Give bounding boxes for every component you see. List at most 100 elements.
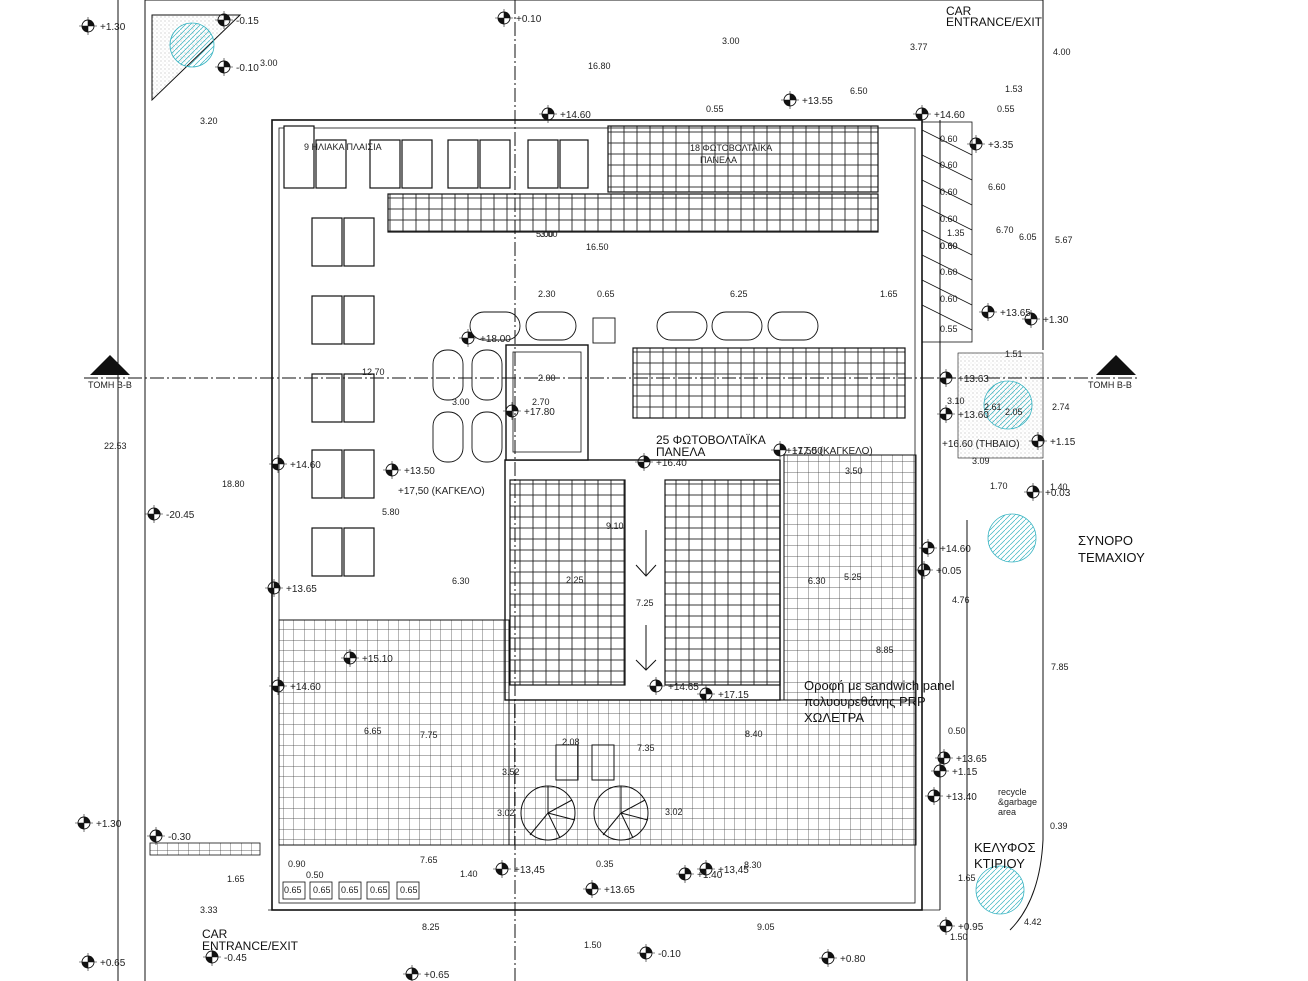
recycle-label-2: &garbage <box>998 797 1037 807</box>
pv-panels-center-left <box>509 479 626 686</box>
dimension-label: 0.55 <box>940 324 958 334</box>
level-marker <box>919 539 937 557</box>
section-marker-left[interactable] <box>90 355 130 375</box>
tree-right-1 <box>957 352 1044 459</box>
dimension-label: 3.00 <box>260 58 278 68</box>
section-marker-right[interactable] <box>1096 355 1136 375</box>
dimension-label: 3.00 <box>540 229 558 239</box>
pv-panels-mid-row <box>632 347 906 419</box>
dimension-label: 0.60 <box>940 294 958 304</box>
tiled-roof-areas <box>278 454 917 846</box>
car-entrance-bottom: CAR <box>202 927 228 941</box>
dimension-label: 7.65 <box>420 855 438 865</box>
car-entrance-top: CAR <box>946 4 972 18</box>
recycle-label-3: area <box>998 807 1016 817</box>
dimension-label: 0.55 <box>706 104 724 114</box>
level-label: +14.65 <box>668 682 699 693</box>
dimension-label: 7.35 <box>637 743 655 753</box>
dimension-label: 3.33 <box>200 905 218 915</box>
level-label: +17.80 <box>524 407 555 418</box>
level-marker <box>1022 310 1040 328</box>
dimension-label: 16.50 <box>586 242 609 252</box>
dimension-label: 4.00 <box>1053 47 1071 57</box>
level-marker <box>203 948 221 966</box>
level-marker <box>967 135 985 153</box>
dimension-label: 7.25 <box>636 598 654 608</box>
dimension-label: 1.51 <box>1005 349 1023 359</box>
site-boundary <box>117 0 1044 981</box>
dimension-label: 1.35 <box>947 228 965 238</box>
dimension-label: 5.00 <box>536 229 554 239</box>
section-label-right: ΤΟΜΗ Β-Β <box>1088 380 1132 390</box>
car-entrance-top-2: ENTRANCE/EXIT <box>946 15 1043 29</box>
dimension-label: 1.53 <box>1005 84 1023 94</box>
level-marker <box>771 441 789 459</box>
level-marker <box>215 58 233 76</box>
dimension-label: 12.70 <box>362 367 385 377</box>
pv-panels-second-row <box>387 193 879 233</box>
tree-bottom-right <box>975 865 1025 915</box>
dimension-label: 1.50 <box>584 940 602 950</box>
level-label: -0.15 <box>236 16 259 27</box>
dimension-label: 2.61 <box>984 402 1002 412</box>
dimension-label: 3.02 <box>497 808 515 818</box>
solar-collectors-top <box>283 125 589 189</box>
level-label: +14.60 <box>560 110 591 121</box>
dimension-label: 0.60 <box>940 160 958 170</box>
level-label: -0.45 <box>224 953 247 964</box>
dimension-label: 0.65 <box>284 885 302 895</box>
level-label: +18.00 <box>480 334 511 345</box>
dimension-label: 18.80 <box>222 479 245 489</box>
level-label: +1.15 <box>1050 437 1076 448</box>
dimension-label: 0.60 <box>940 187 958 197</box>
level-marker <box>145 505 163 523</box>
level-label: +0.65 <box>424 970 450 981</box>
dimension-label: 22.53 <box>104 441 127 451</box>
level-label: +13.60 <box>958 410 989 421</box>
dimension-label: 16.80 <box>588 61 611 71</box>
dimension-label: 0.65 <box>597 289 615 299</box>
level-label: +13.40 <box>946 792 977 803</box>
dimension-label: 4.42 <box>1024 917 1042 927</box>
tree-top-left <box>151 14 242 102</box>
dimension-label: 6.30 <box>808 576 826 586</box>
level-label: +1.30 <box>96 819 122 830</box>
level-marker <box>937 405 955 423</box>
level-marker <box>637 944 655 962</box>
recycle-label: recycle <box>998 787 1027 797</box>
dimension-label: 2.08 <box>562 737 580 747</box>
level-marker <box>979 303 997 321</box>
dimension-label: 9.05 <box>757 922 775 932</box>
level-marker <box>79 17 97 35</box>
level-label: +14.60 <box>940 544 971 555</box>
dimension-label: 0.60 <box>940 134 958 144</box>
level-label: +1.15 <box>952 767 978 778</box>
level-label: +0.03 <box>1045 488 1071 499</box>
level-marker <box>697 860 715 878</box>
level-label: -0.30 <box>168 832 191 843</box>
dimension-label: 3.00 <box>452 397 470 407</box>
level-marker <box>1024 483 1042 501</box>
dimension-label: 0.60 <box>940 267 958 277</box>
level-label: +1.40 <box>697 870 723 881</box>
level-marker <box>676 865 694 883</box>
level-label: +13.65 <box>286 584 317 595</box>
level-marker <box>647 677 665 695</box>
level-marker <box>819 949 837 967</box>
level-marker <box>79 953 97 971</box>
car-entrance-bottom-2: ENTRANCE/EXIT <box>202 939 299 953</box>
dimension-label: 7.75 <box>420 730 438 740</box>
level-marker <box>215 11 233 29</box>
level-marker <box>1029 432 1047 450</box>
dimension-label: 5.25 <box>844 572 862 582</box>
level-marker <box>539 105 557 123</box>
dimension-label: 6.25 <box>730 289 748 299</box>
dimension-label: 3.00 <box>722 36 740 46</box>
dimension-label: 4.76 <box>952 595 970 605</box>
dimension-label: 0.65 <box>370 885 388 895</box>
level-label: +13.55 <box>802 96 833 107</box>
cage-label-2: +17,50 (ΚΑΓΚΕΛΟ) <box>786 446 873 457</box>
level-label: +0.10 <box>516 14 542 25</box>
level-marker <box>269 455 287 473</box>
